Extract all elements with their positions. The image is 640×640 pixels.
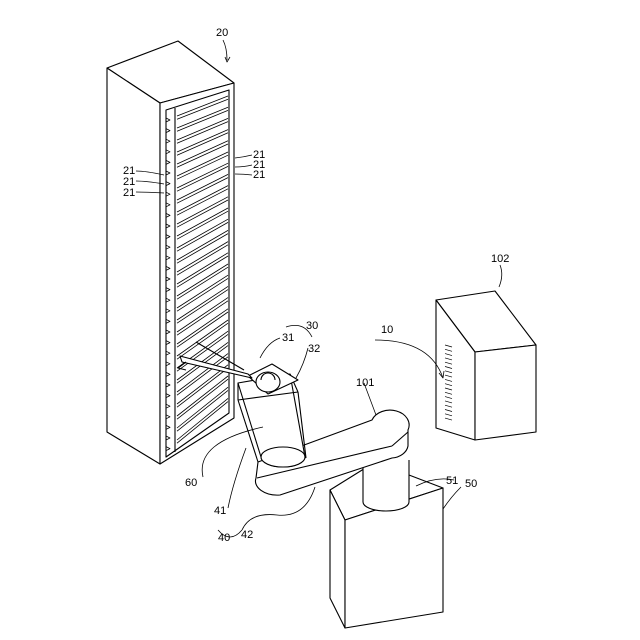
label-device-10: 10: [381, 324, 393, 336]
label-cassette-20: 20: [216, 27, 228, 39]
label-finger-31: 31: [282, 332, 294, 344]
label-robot-101: 101: [356, 377, 374, 389]
label-chamber-102: 102: [491, 253, 509, 265]
label-slot-21-l3: 21: [123, 187, 135, 199]
label-column-51: 51: [446, 475, 458, 487]
label-arm-41: 41: [214, 505, 226, 517]
chamber-102: [436, 291, 536, 440]
label-hand-30: 30: [306, 320, 318, 332]
label-arm-40: 40: [218, 532, 230, 544]
label-wrist-32: 32: [308, 343, 320, 355]
label-base-50: 50: [465, 478, 477, 490]
arm-joint-60: [261, 447, 305, 467]
label-slot-21-r3: 21: [253, 169, 265, 181]
label-arm-42: 42: [241, 529, 253, 541]
column-51: [363, 460, 409, 511]
cassette-20: [107, 41, 234, 464]
label-joint-60: 60: [185, 477, 197, 489]
